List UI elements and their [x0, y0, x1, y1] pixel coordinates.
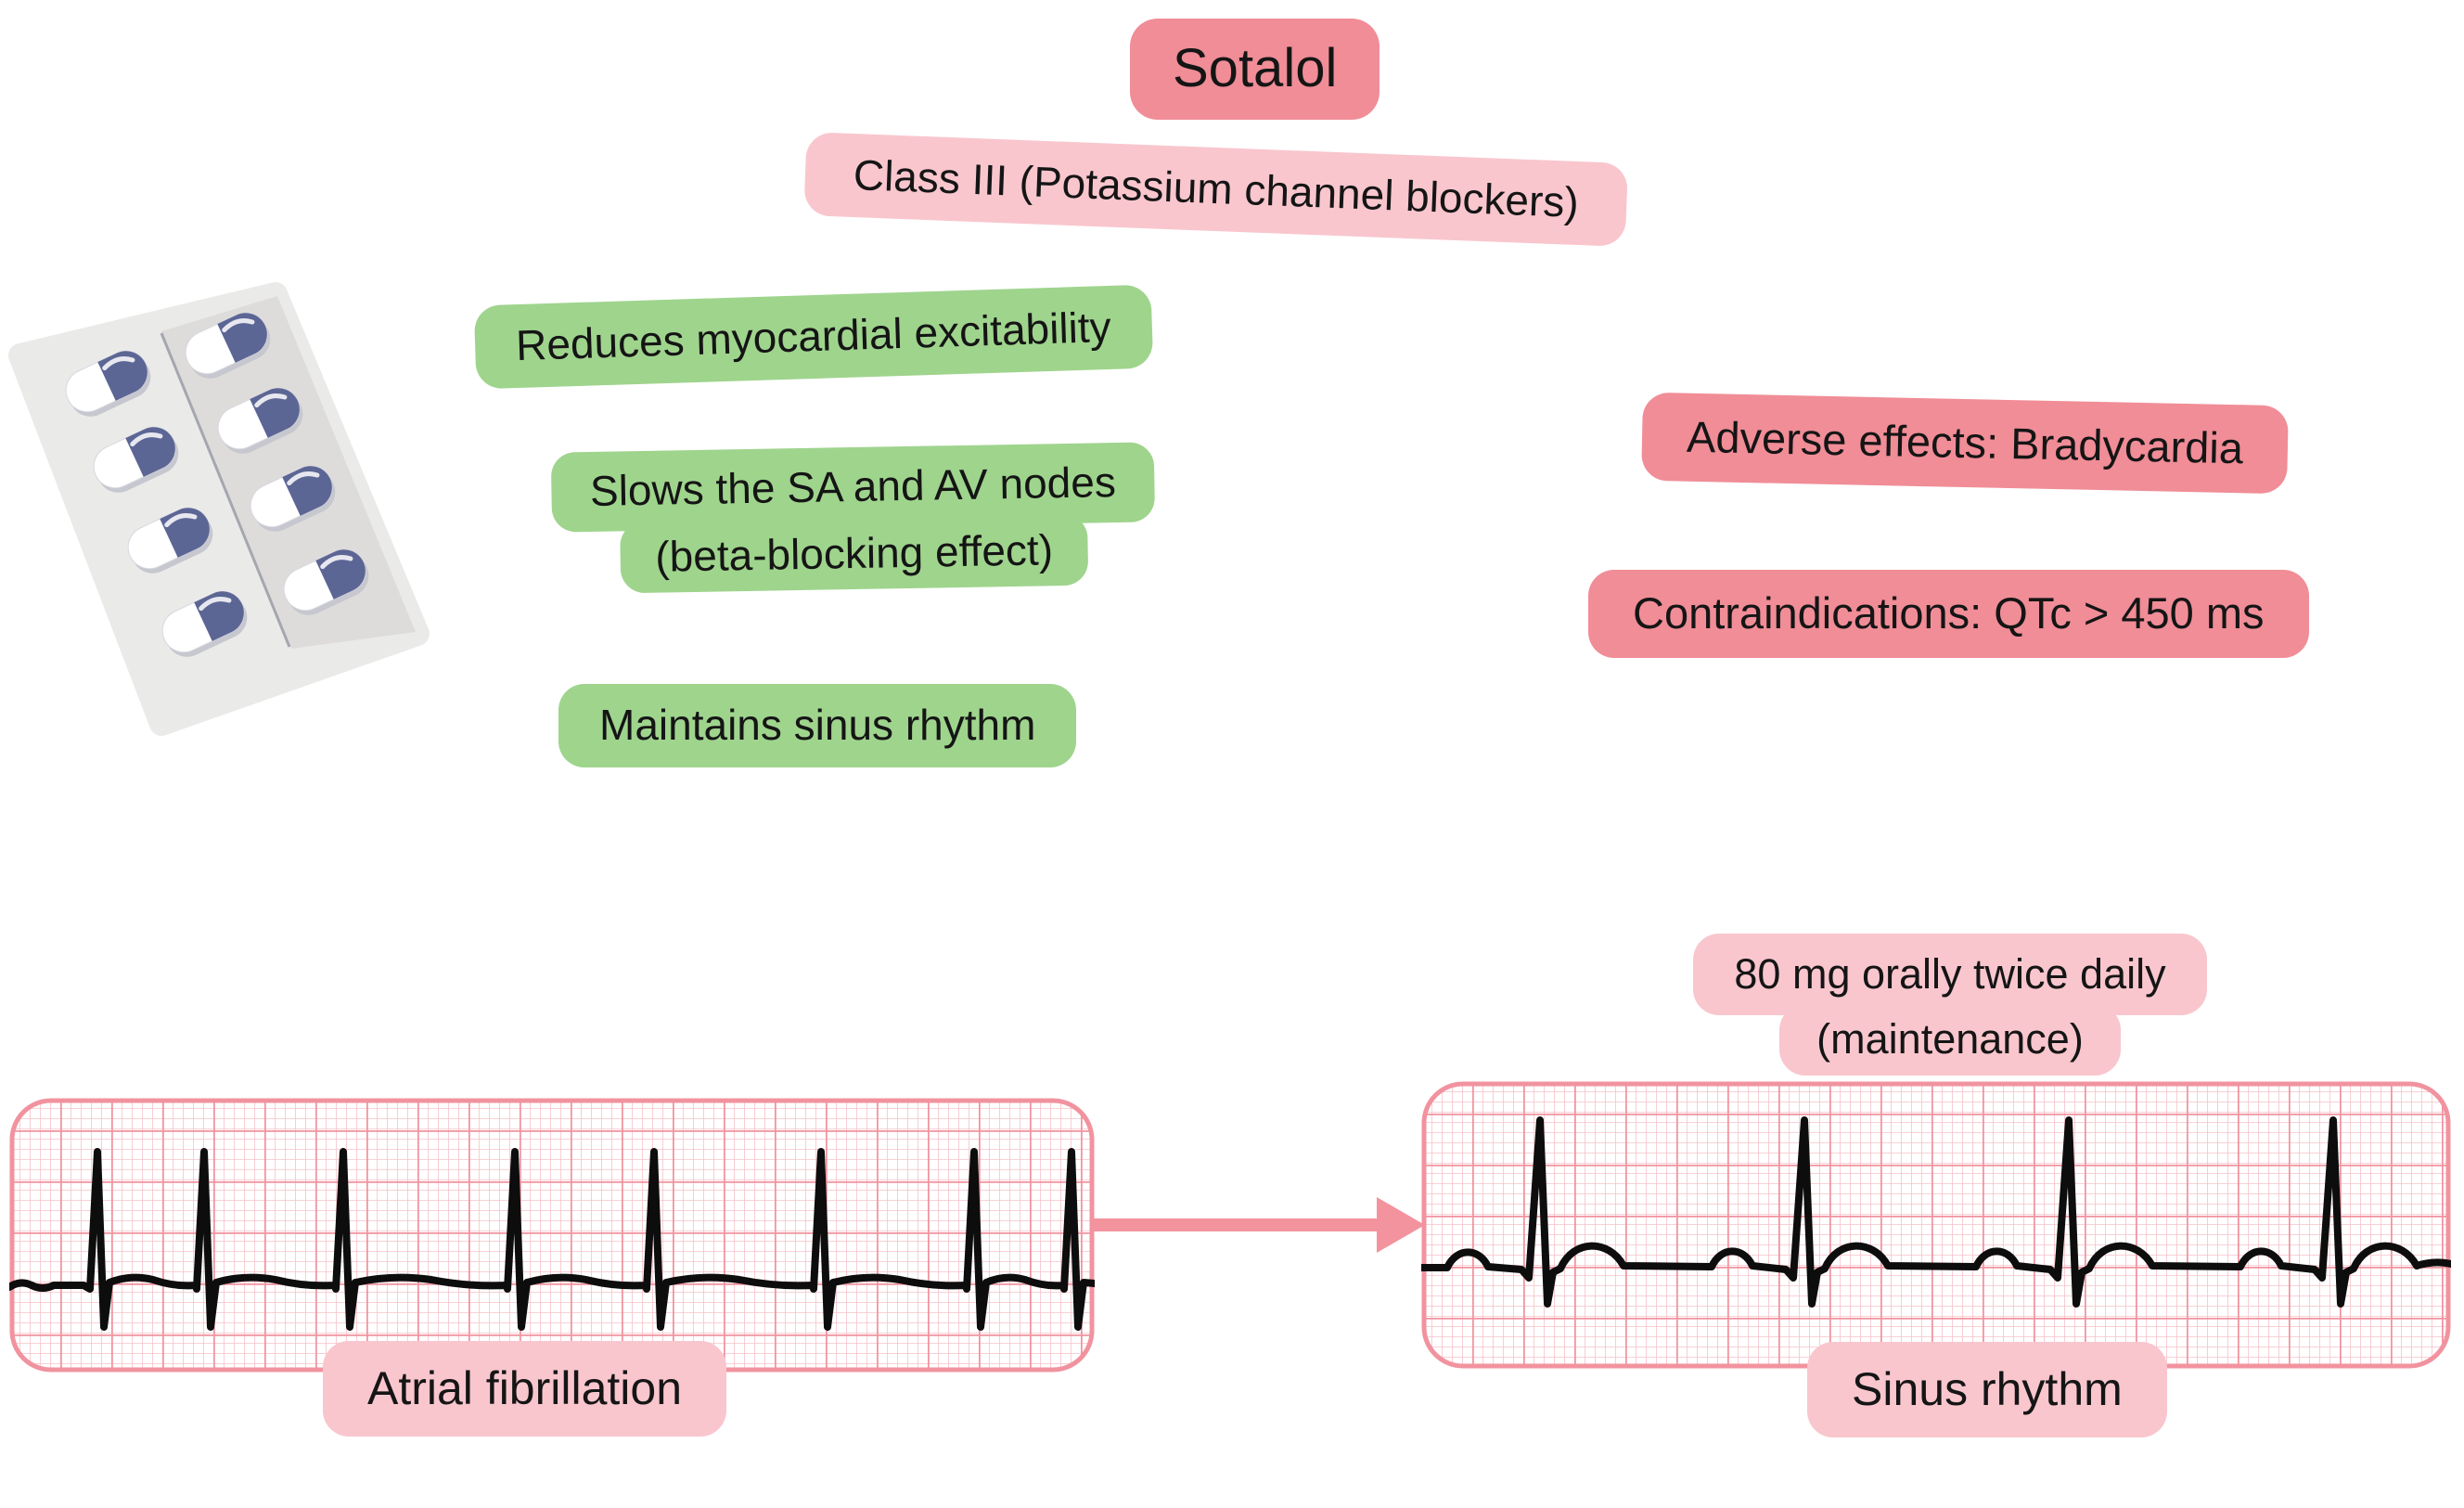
- adverse-effects-note: Adverse effects: Bradycardia: [1641, 392, 2289, 495]
- contraindications-note: Contraindications: QTc > 450 ms: [1588, 570, 2309, 658]
- dosage-note: 80 mg orally twice daily (maintenance): [1625, 934, 2275, 1076]
- ecg-strip-sinus: [1421, 1081, 2451, 1369]
- drug-title: Sotalol: [1130, 19, 1380, 120]
- mechanism-note-nodes: Slows the SA and AV nodes (beta-blocking…: [500, 441, 1208, 595]
- mechanism-note-sinus: Maintains sinus rhythm: [558, 684, 1077, 767]
- ecg-label-sinus: Sinus rhythm: [1807, 1342, 2167, 1437]
- pill-blister-icon: [8, 282, 430, 736]
- drug-class-subtitle: Class III (Potassium channel blockers): [803, 132, 1629, 247]
- afib-trace: [9, 1148, 1095, 1331]
- dosage-line2: (maintenance): [1779, 1004, 2121, 1076]
- dosage-line1: 80 mg orally twice daily: [1693, 934, 2207, 1016]
- mechanism-note-nodes-line2: (beta-blocking effect): [619, 513, 1089, 594]
- ecg-label-afib: Atrial fibrillation: [323, 1341, 727, 1437]
- ecg-strip-afib: [9, 1098, 1095, 1373]
- arrow-right-icon: [1093, 1197, 1425, 1253]
- sinus-trace: [1421, 1116, 2451, 1308]
- mechanism-note-excitability: Reduces myocardial excitability: [473, 284, 1153, 389]
